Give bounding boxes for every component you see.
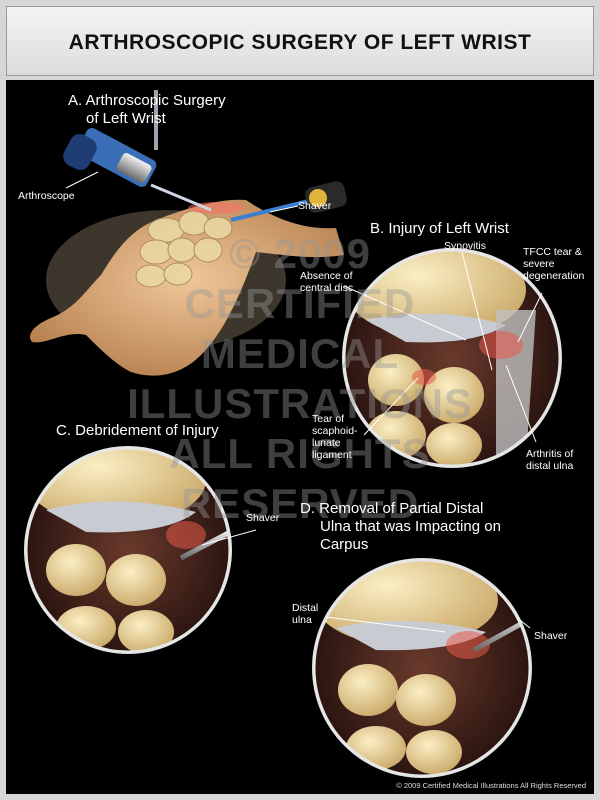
absence-label-line1: Absence of: [300, 270, 353, 282]
distal-ulna-label-line1: Distal: [292, 602, 319, 614]
tear-label-line2: scaphoid-: [312, 425, 358, 437]
watermark-line: ALL RIGHTS: [169, 430, 431, 477]
shaver-label-d: Shaver: [534, 630, 568, 642]
illustration-artwork: [24, 90, 562, 778]
panel-c-circle: [24, 446, 232, 654]
absence-label-line2: central disc: [300, 282, 354, 294]
page-title: ARTHROSCOPIC SURGERY OF LEFT WRIST: [68, 31, 532, 54]
illustration-panel: © 2009 CERTIFIED MEDICAL ILLUSTRATIONS A…: [6, 80, 594, 794]
panel-d-circle: [312, 558, 532, 778]
panel-a-title-line1: A. Arthroscopic Surgery: [68, 92, 226, 109]
watermark-line: MEDICAL: [200, 330, 400, 377]
arthroscope-label: Arthroscope: [18, 190, 75, 202]
tear-label-line4: ligament: [312, 449, 352, 461]
watermark-line: © 2009: [228, 230, 372, 277]
title-bar: ARTHROSCOPIC SURGERY OF LEFT WRIST: [6, 6, 594, 76]
tear-label-line3: lunate: [312, 437, 341, 449]
carpal-bones: [135, 210, 233, 288]
shaver-label-a: Shaver: [298, 200, 332, 212]
leader-lines: [65, 171, 543, 633]
distal-ulna-label-line2: ulna: [292, 614, 312, 626]
synovitis-label: Synovitis: [444, 240, 487, 252]
shaver-label-c: Shaver: [246, 512, 280, 524]
watermark-line: CERTIFIED: [184, 280, 416, 327]
hand-illustration: [30, 199, 345, 376]
panel-b-circle: [342, 248, 562, 468]
arthritis-label-line1: Arthritis of: [526, 448, 574, 460]
arthroscope-instrument: [63, 90, 212, 212]
tfcc-label-line2: severe: [523, 258, 555, 270]
hand-shape: [30, 199, 345, 376]
panel-b-title: B. Injury of Left Wrist: [370, 220, 509, 237]
tear-label-line1: Tear of: [312, 413, 345, 425]
watermark-line: RESERVED: [180, 480, 420, 527]
panel-a-title-line2: of Left Wrist: [86, 110, 166, 127]
tfcc-label-line3: degeneration: [523, 270, 585, 282]
panel-d-title-line1: D. Removal of Partial Distal: [300, 500, 484, 517]
shaver-instrument: [230, 181, 347, 222]
panel-c-title: C. Debridement of Injury: [56, 422, 219, 439]
arthritis-label-line2: distal ulna: [526, 460, 574, 472]
watermark-line: ILLUSTRATIONS: [127, 380, 473, 427]
panel-d-title-line2: Ulna that was Impacting on: [320, 518, 501, 535]
tfcc-label-line1: TFCC tear &: [523, 246, 582, 258]
panel-d-title-line3: Carpus: [320, 536, 369, 553]
copyright-notice: © 2009 Certified Medical Illustrations A…: [396, 781, 586, 790]
